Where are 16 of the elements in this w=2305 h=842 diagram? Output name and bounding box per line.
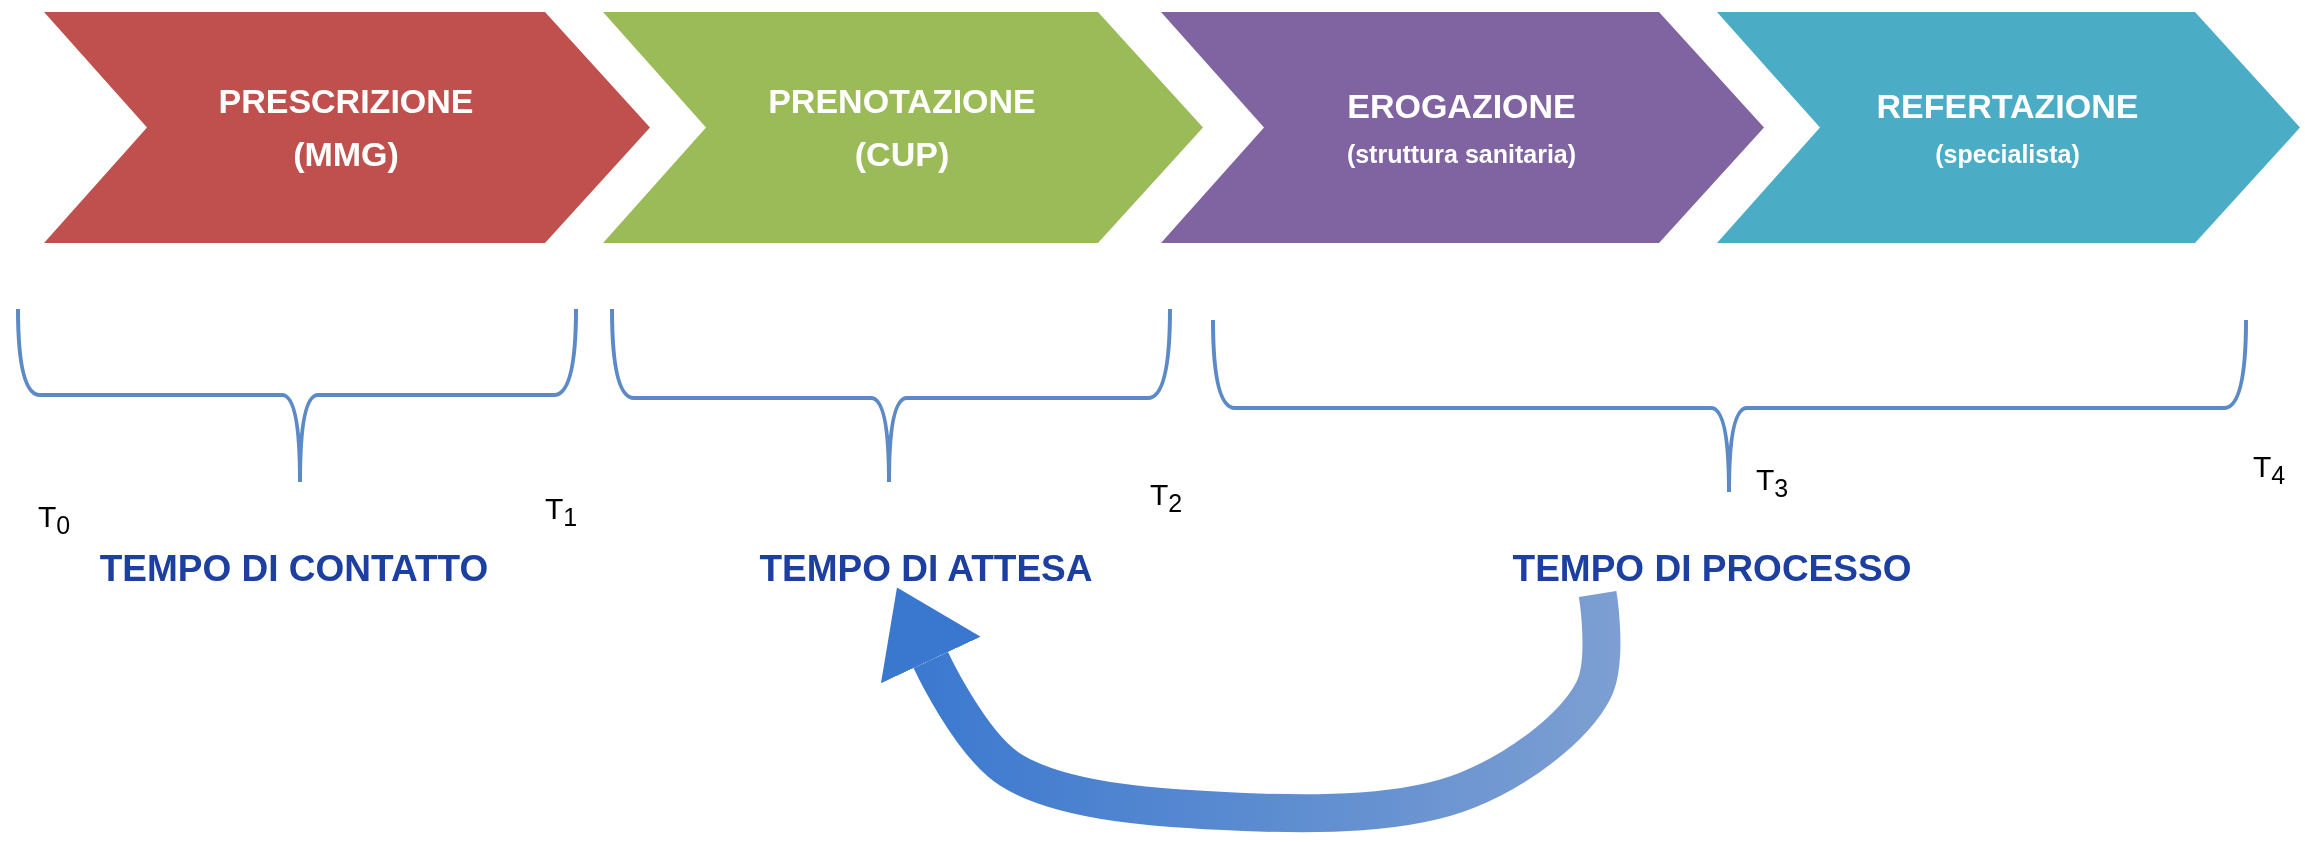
stage-subtitle: (CUP) <box>854 134 950 174</box>
time-marker: T$_{0}$ <box>38 500 71 540</box>
time-marker: T$_{3}$ <box>1756 463 1789 503</box>
time-marker: T$_{2}$ <box>1150 478 1183 518</box>
time-label: TEMPO DI CONTATTO <box>74 548 514 590</box>
stage-subtitle: (MMG) <box>293 134 399 174</box>
stage-subtitle: (specialista) <box>1935 139 2080 169</box>
time-marker: T$_{1}$ <box>545 492 578 532</box>
stage-title: REFERTAZIONE <box>1876 86 2139 126</box>
time-label: TEMPO DI ATTESA <box>706 548 1146 590</box>
stage-title: PRENOTAZIONE <box>768 81 1036 121</box>
stage-title: PRESCRIZIONE <box>218 81 474 121</box>
stage-subtitle: (struttura sanitaria) <box>1346 139 1577 169</box>
time-marker: T$_{4}$ <box>2253 450 2286 490</box>
time-label: TEMPO DI PROCESSO <box>1452 548 1972 590</box>
stage-title: EROGAZIONE <box>1347 86 1576 126</box>
